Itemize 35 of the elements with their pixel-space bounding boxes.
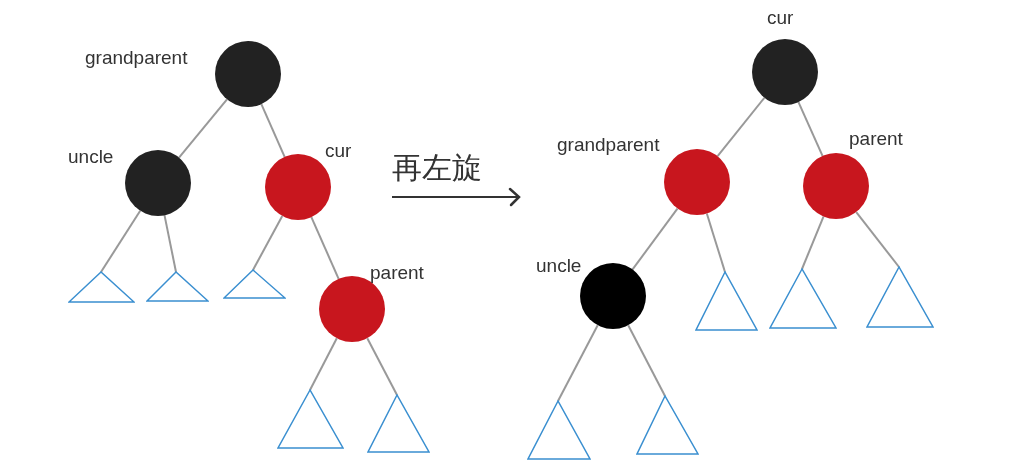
tree-edge [366,337,398,396]
tree-edge [705,212,726,273]
node-label: cur [325,139,352,163]
node-label: uncle [68,145,114,169]
tree-edge [557,324,599,402]
subtree-triangle [223,269,286,299]
node-label: grandparent [557,133,660,157]
node-label: cur [767,6,794,30]
subtree-triangle [527,400,591,460]
rotation-label: 再左旋 [392,150,482,186]
node-label: uncle [536,254,582,278]
tree-edge [797,101,824,157]
tree-edge [252,215,284,271]
subtree-triangle [769,268,837,329]
tree-edge [627,324,666,397]
tree-edge [178,98,228,159]
node-label: parent [849,127,903,151]
tree-edge [310,216,340,280]
subtree-triangle [277,389,344,449]
tree-edge [309,337,338,391]
subtree-triangle [695,271,758,331]
tree-edge [163,214,177,273]
subtree-triangle [146,271,209,302]
tree-edge [260,103,286,158]
node-label: grandparent [85,46,188,70]
subtree-triangle [367,394,430,453]
node-label: parent [370,261,424,285]
tree-edge [716,96,766,158]
subtree-triangle [866,266,934,328]
tree-edge [631,207,679,271]
subtree-triangle [636,395,699,455]
tree-edge [801,215,825,270]
subtree-triangle [68,271,135,303]
tree-edge [100,209,142,273]
tree-edge [855,211,900,268]
